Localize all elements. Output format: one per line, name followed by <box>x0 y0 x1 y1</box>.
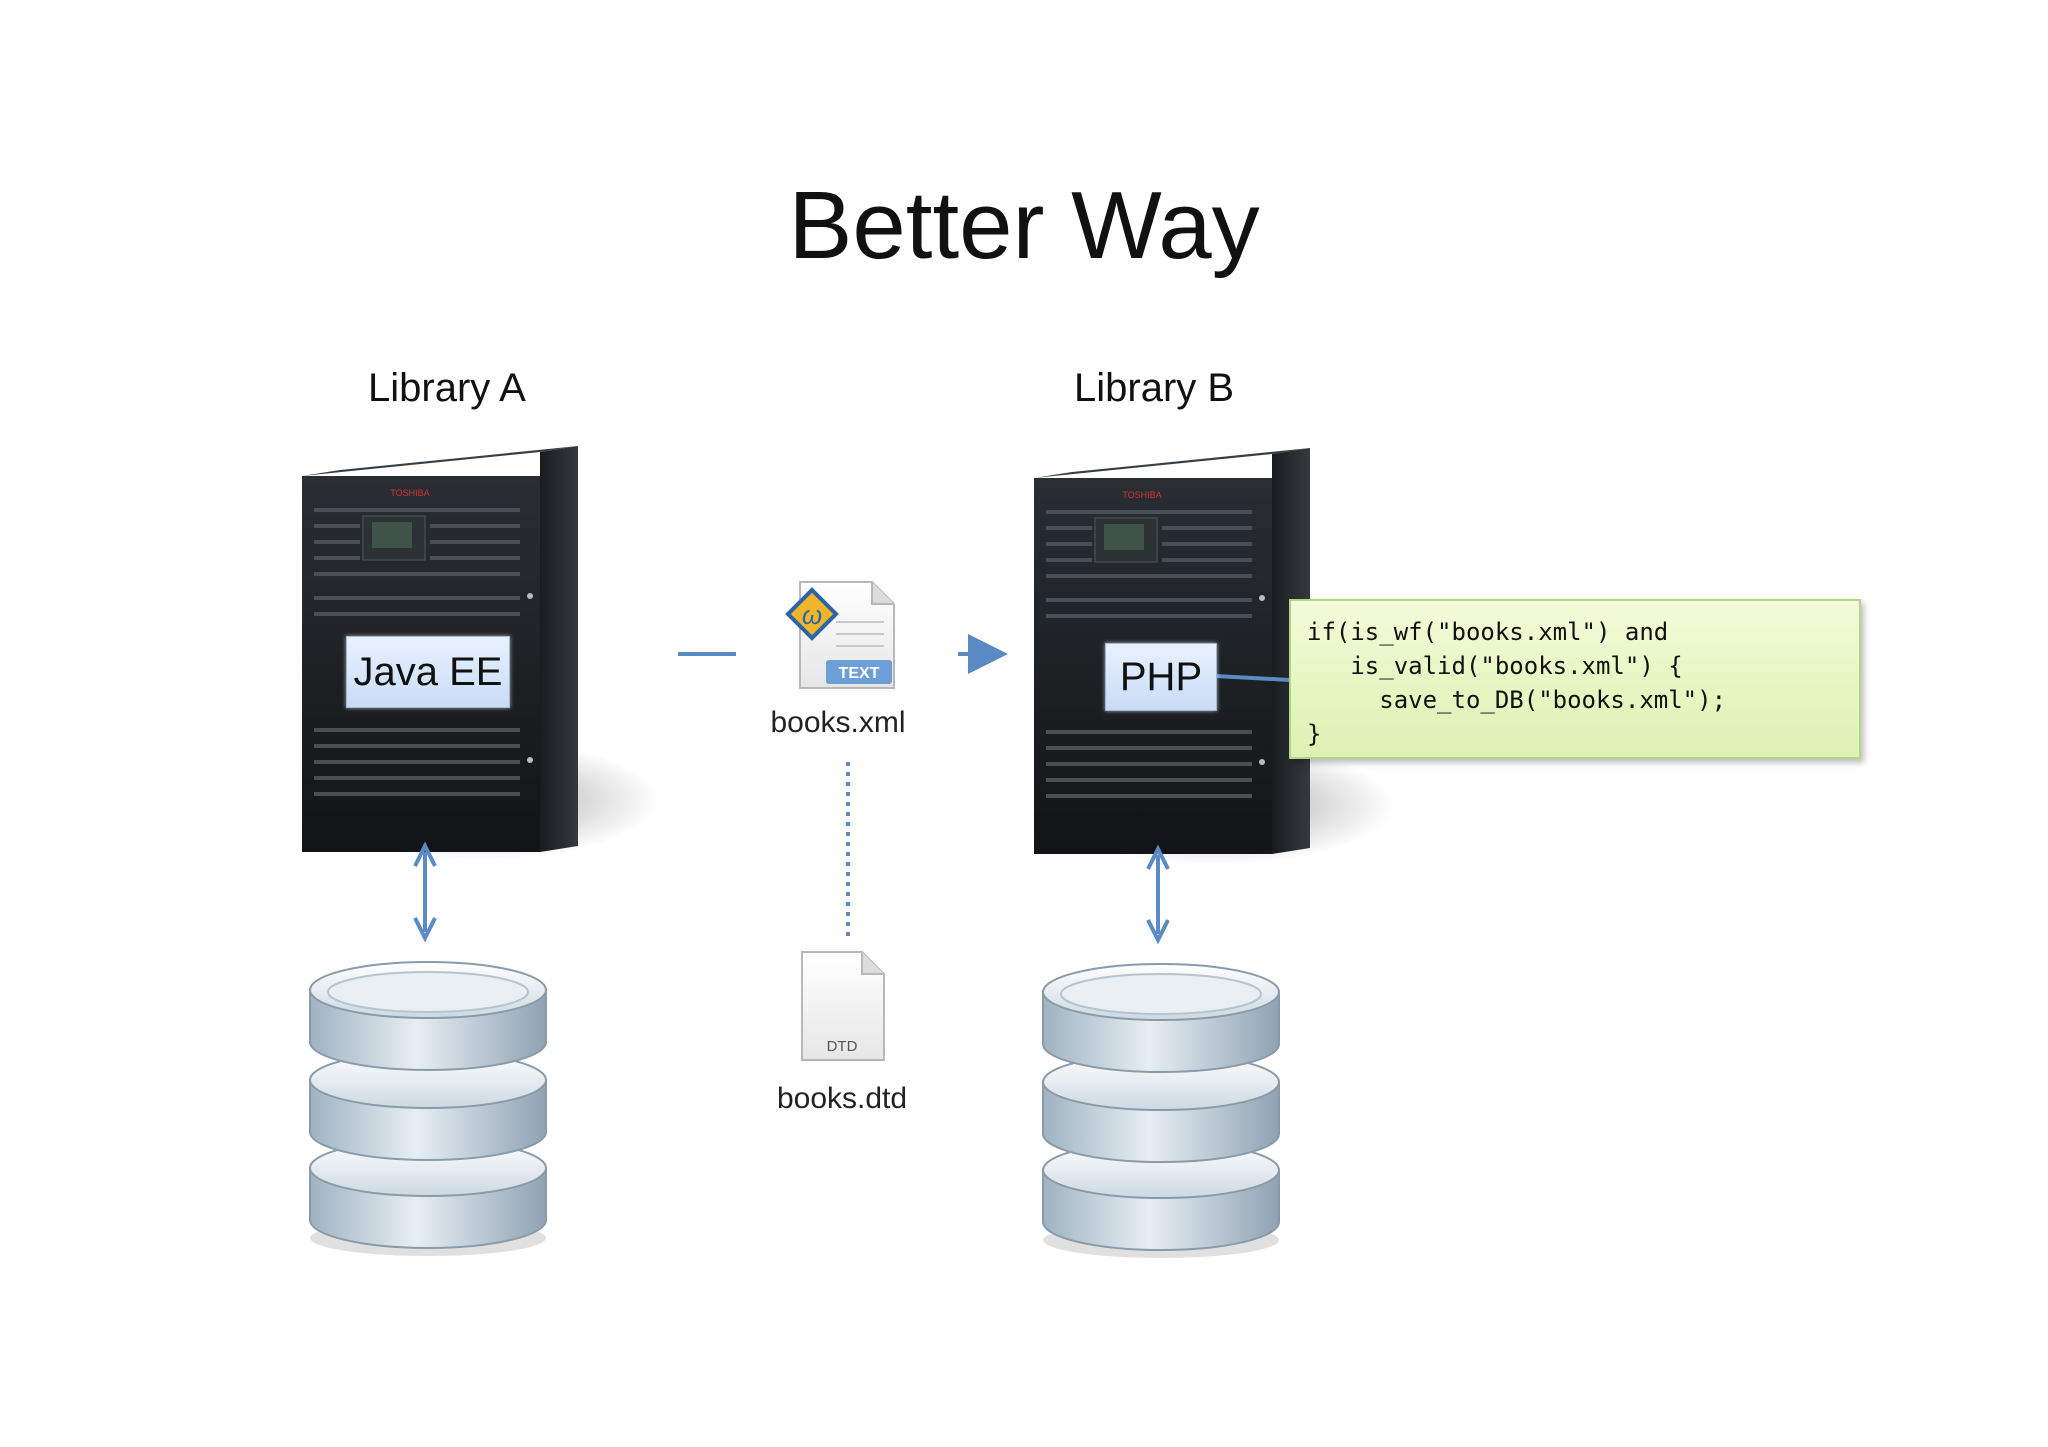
server-a-brand: TOSHIBA <box>390 488 429 498</box>
code-line: save_to_DB("books.xml"); <box>1307 683 1843 717</box>
code-line: } <box>1307 717 1843 751</box>
xml-file-badge-text: TEXT <box>839 665 880 682</box>
java-ee-label: Java EE <box>346 636 510 708</box>
server-b-led-2 <box>1259 759 1265 765</box>
server-b-top <box>1034 448 1310 478</box>
code-callout: if(is_wf("books.xml") and is_valid("book… <box>1289 599 1861 759</box>
dtd-file-badge: DTD <box>827 1038 858 1055</box>
php-label: PHP <box>1105 643 1217 711</box>
xml-file-caption: books.xml <box>748 706 928 740</box>
database-a <box>310 962 546 1256</box>
database-b <box>1043 964 1279 1258</box>
server-b-led <box>1259 595 1265 601</box>
server-a-side <box>540 446 578 852</box>
svg-text:ω: ω <box>802 600 822 630</box>
server-b-brand: TOSHIBA <box>1122 490 1161 500</box>
server-b-display <box>1104 524 1144 550</box>
arrow-server-a-db <box>415 846 435 938</box>
dtd-file-icon: DTD <box>802 952 884 1060</box>
code-line: if(is_wf("books.xml") and <box>1307 615 1843 649</box>
dtd-file-caption: books.dtd <box>752 1082 932 1116</box>
server-a-display <box>372 522 412 548</box>
xml-file-icon: ω TEXT <box>788 582 894 688</box>
code-line: is_valid("books.xml") { <box>1307 649 1843 683</box>
arrow-server-b-db <box>1148 849 1168 940</box>
server-a-top <box>302 446 578 476</box>
server-a-led-2 <box>527 757 533 763</box>
server-a-led <box>527 593 533 599</box>
